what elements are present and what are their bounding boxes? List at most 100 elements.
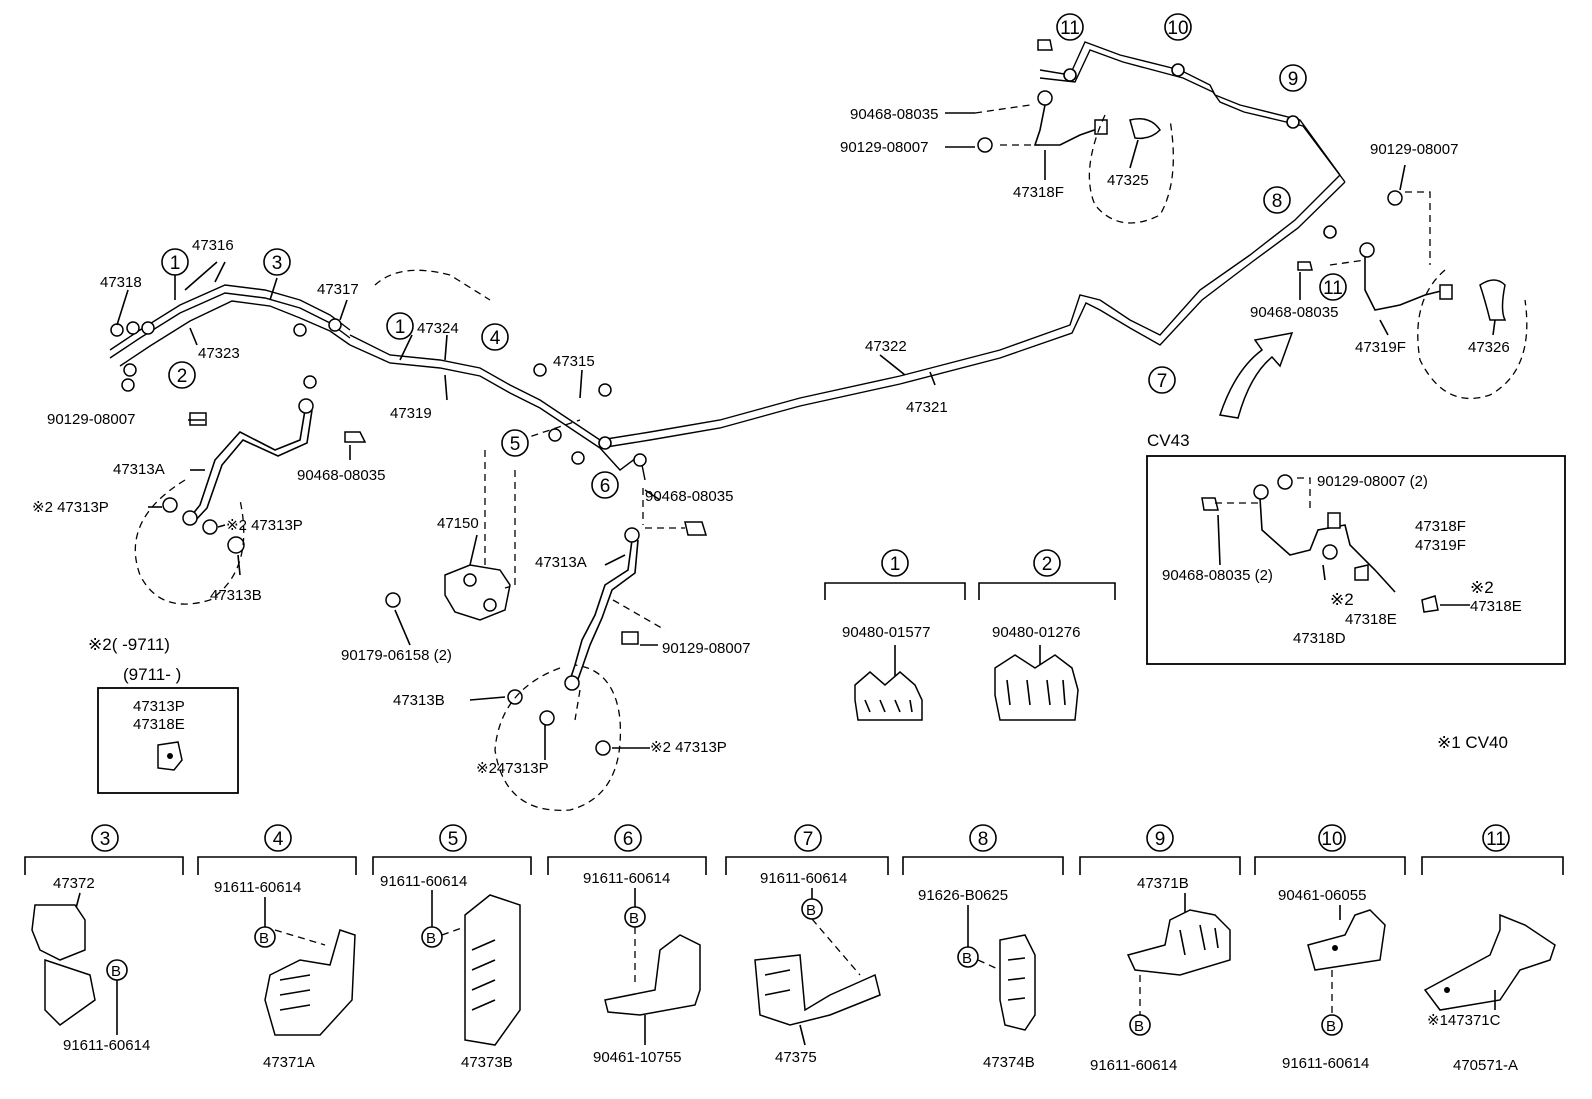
svg-text:2: 2	[1042, 554, 1053, 575]
callout-2a: 2	[168, 361, 196, 389]
callout-1a: 1	[161, 248, 189, 276]
detail-10: 10 90461-06055 B 91611-60614	[1254, 824, 1406, 1072]
label-47324: 47324	[417, 320, 459, 337]
label-47325: 47325	[1107, 172, 1149, 189]
label-90129-08007-a: 90129-08007	[47, 411, 135, 428]
callout-8a: 8	[1263, 186, 1291, 214]
svg-text:91626-B0625: 91626-B0625	[918, 887, 1008, 904]
svg-text:1: 1	[395, 317, 406, 338]
callout-3a: 3	[263, 248, 291, 276]
label-47319: 47319	[390, 405, 432, 422]
svg-text:9: 9	[1155, 829, 1166, 850]
svg-text:91611-60614: 91611-60614	[214, 879, 301, 896]
svg-text:8: 8	[1272, 191, 1283, 212]
front-right-hose	[494, 488, 708, 811]
label-90468-08035-d: 90468-08035	[1250, 304, 1338, 321]
label-90129-08007-c: 90129-08007	[840, 139, 928, 156]
svg-text:6: 6	[623, 829, 634, 850]
detail-9: 9 47371B B 91611-60614	[1079, 824, 1241, 1074]
svg-text:47318E: 47318E	[1470, 598, 1522, 615]
label-90468-08035-b: 90468-08035	[645, 488, 733, 505]
label-47313P-a: ※2 47313P	[32, 499, 109, 516]
svg-text:47318E: 47318E	[133, 716, 185, 733]
label-47321: 47321	[906, 399, 948, 416]
svg-text:7: 7	[803, 829, 814, 850]
svg-text:47313P: 47313P	[133, 698, 185, 715]
svg-text:5: 5	[510, 434, 521, 455]
label-47326: 47326	[1468, 339, 1510, 356]
svg-text:3: 3	[272, 253, 283, 274]
tube-fittings	[110, 63, 1337, 467]
label-47313B-b: 47313B	[393, 692, 445, 709]
proportioning-valve	[385, 419, 581, 621]
label-47313P-d: ※2 47313P	[650, 739, 727, 756]
label-90129-08007-d: 90129-08007	[1370, 141, 1458, 158]
svg-text:6: 6	[600, 476, 611, 497]
detail-6: 6 91611-60614 B 90461-10755	[547, 824, 707, 1066]
label-47318: 47318	[100, 274, 142, 291]
callout-1b: 1	[386, 312, 414, 340]
detail-8: 8 91626-B0625 B 47374B	[902, 824, 1064, 1071]
note-box: ※2( -9711) (9711- ) 47313P 47318E	[88, 635, 239, 794]
label-90129-08007-b: 90129-08007	[662, 640, 750, 657]
figure-id: 470571-A	[1453, 1057, 1518, 1074]
label-47317: 47317	[317, 281, 359, 298]
cv40-note: ※1 CV40	[1437, 733, 1508, 752]
label-47315: 47315	[553, 353, 595, 370]
svg-text:※2( -9711): ※2( -9711)	[88, 635, 170, 654]
brake-tube-run	[109, 41, 1346, 481]
rear-left-hose	[974, 39, 1174, 224]
label-47313B-a: 47313B	[210, 587, 262, 604]
svg-text:47318E: 47318E	[1345, 611, 1397, 628]
callout-5a: 5	[501, 429, 529, 457]
svg-text:11: 11	[1323, 278, 1343, 299]
svg-text:90461-10755: 90461-10755	[593, 1049, 681, 1066]
svg-text:11: 11	[1060, 18, 1080, 39]
svg-text:90480-01276: 90480-01276	[992, 624, 1080, 641]
svg-text:B: B	[426, 930, 436, 947]
svg-text:1: 1	[170, 253, 181, 274]
svg-text:9: 9	[1288, 69, 1299, 90]
clamp-detail-2: 2 90480-01276	[978, 549, 1116, 721]
svg-text:90129-08007 (2): 90129-08007 (2)	[1317, 473, 1428, 490]
svg-text:B: B	[111, 963, 121, 980]
svg-text:7: 7	[1157, 371, 1168, 392]
svg-text:10: 10	[1321, 829, 1342, 850]
detail-11: 11 ※147371C	[1421, 824, 1564, 1029]
svg-text:B: B	[1134, 1018, 1144, 1035]
svg-text:※2: ※2	[1470, 578, 1494, 597]
svg-text:47371A: 47371A	[263, 1054, 315, 1071]
svg-text:※147371C: ※147371C	[1427, 1012, 1501, 1029]
callout-11b: 11	[1319, 273, 1347, 301]
svg-text:B: B	[1326, 1018, 1336, 1035]
rear-right-hose	[1297, 190, 1528, 400]
svg-text:90461-06055: 90461-06055	[1278, 887, 1366, 904]
detail-4: 4 91611-60614 B 47371A	[197, 824, 357, 1071]
label-47318F: 47318F	[1013, 184, 1064, 201]
svg-text:47374B: 47374B	[983, 1054, 1035, 1071]
svg-text:4: 4	[273, 829, 284, 850]
callout-10a: 10	[1164, 13, 1192, 41]
label-47313A-a: 47313A	[113, 461, 165, 478]
svg-text:10: 10	[1167, 18, 1188, 39]
label-47150: 47150	[437, 515, 479, 532]
label-90468-08035-a: 90468-08035	[297, 467, 385, 484]
svg-text:B: B	[629, 910, 639, 927]
svg-text:3: 3	[100, 829, 111, 850]
svg-text:91611-60614: 91611-60614	[63, 1037, 150, 1054]
svg-text:※2: ※2	[1330, 590, 1354, 609]
callout-9a: 9	[1279, 64, 1307, 92]
callout-7a: 7	[1148, 366, 1176, 394]
svg-text:B: B	[962, 950, 972, 967]
svg-text:5: 5	[448, 829, 459, 850]
label-47313A-b: 47313A	[535, 554, 587, 571]
detail-7: 7 91611-60614 B 47375	[725, 824, 889, 1066]
callout-6a: 6	[591, 471, 619, 499]
svg-text:2: 2	[177, 366, 188, 387]
svg-text:47319F: 47319F	[1415, 537, 1466, 554]
label-47322: 47322	[865, 338, 907, 355]
front-left-hose	[134, 398, 367, 605]
svg-text:4: 4	[490, 328, 501, 349]
svg-text:B: B	[806, 902, 816, 919]
svg-text:91611-60614: 91611-60614	[760, 870, 847, 887]
